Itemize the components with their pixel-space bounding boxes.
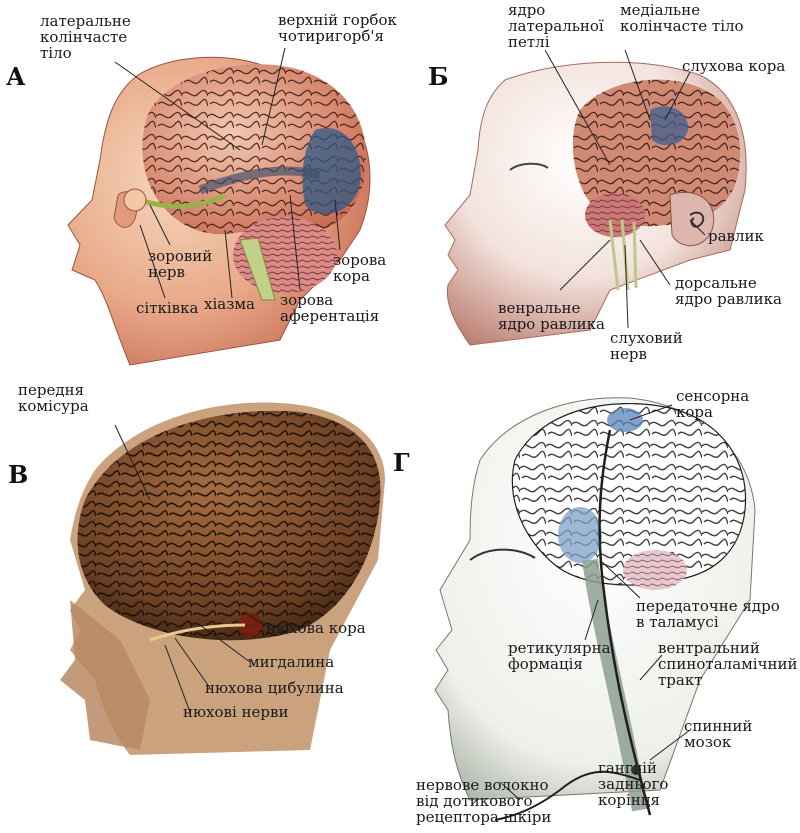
label-olfactory-nerves: нюхові нерви — [183, 704, 288, 720]
label-lateral-lemniscus-nucleus: ядро латеральної петлі — [508, 2, 604, 50]
panel-b-letter: Б — [428, 62, 449, 91]
label-superior-colliculus: верхній горбок чотиригорб'я — [278, 12, 397, 44]
label-optic-nerve: зоровий нерв — [148, 248, 212, 280]
label-visual-cortex: зорова кора — [333, 252, 386, 284]
label-chiasm: хіазма — [204, 296, 255, 312]
label-auditory-nerve: слуховий нерв — [610, 330, 683, 362]
panel-a-letter: А — [6, 62, 26, 91]
label-spinothalamic-tract: вентральний спиноталамічний тракт — [658, 640, 798, 688]
label-anterior-commissure: передня комісура — [18, 382, 89, 414]
label-touch-receptor-fiber: нервове волокно від дотикового рецептора… — [416, 777, 551, 825]
label-auditory-cortex: слухова кора — [682, 58, 785, 74]
label-lateral-geniculate: латеральне колінчасте тіло — [40, 13, 131, 61]
label-reticular-formation: ретикулярна формація — [508, 640, 611, 672]
label-medial-geniculate: медіальне колінчасте тіло — [620, 2, 744, 34]
label-olfactory-cortex: нюхова кора — [266, 620, 366, 636]
label-cochlea: равлик — [708, 228, 764, 244]
thalamus-d — [558, 507, 602, 563]
panel-d-letter: Г — [393, 448, 410, 477]
label-optic-afferentation: зорова аферентація — [280, 292, 379, 324]
eye-a — [124, 189, 146, 211]
label-ventral-cochlear-nucleus: венральне ядро равлика — [498, 300, 605, 332]
label-sensory-cortex: сенсорна кора — [676, 388, 749, 420]
label-dorsal-cochlear-nucleus: дорсальне ядро равлика — [675, 275, 782, 307]
label-olfactory-bulb: нюхова цибулина — [205, 680, 344, 696]
label-retina: сітківка — [136, 300, 198, 316]
sensory-cortex-blue — [607, 408, 643, 432]
label-amygdala: мигдалина — [248, 654, 334, 670]
panel-c-letter: В — [8, 460, 28, 489]
label-spinal-cord: спинний мозок — [684, 718, 752, 750]
label-thalamic-relay: передаточне ядро в таламусі — [636, 598, 780, 630]
label-dorsal-root-ganglion: ганглій заднього корінця — [598, 760, 668, 808]
